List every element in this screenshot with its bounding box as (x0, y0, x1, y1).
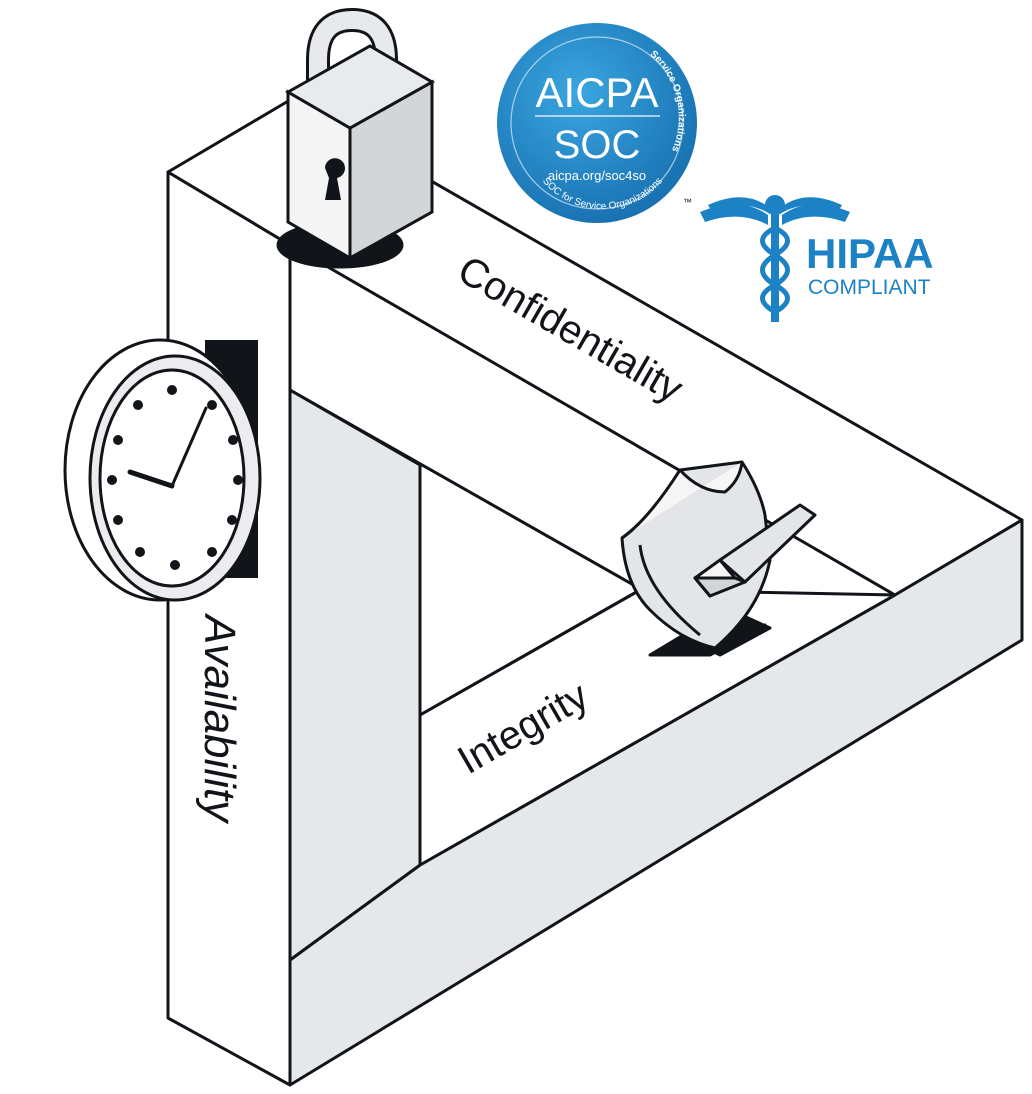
padlock-icon (276, 7, 436, 269)
caduceus-icon (700, 195, 850, 322)
clock-hour-dots (107, 385, 243, 570)
inner-top-edge (289, 388, 661, 602)
hipaa-title: HIPAA (806, 230, 934, 277)
aicpa-subtitle: SOC (554, 123, 641, 167)
left-bar-inner-face (288, 388, 422, 962)
clock-hour-hand (127, 469, 175, 489)
label-availability: Availability (195, 612, 244, 825)
aicpa-url: aicpa.org/soc4so (548, 168, 646, 183)
clock-minute-hand (170, 406, 208, 488)
aicpa-soc-badge: AICPA SOC aicpa.org/soc4so SOC for Servi… (497, 23, 697, 223)
shield-check-icon (620, 460, 817, 657)
clock-icon (63, 338, 262, 602)
aicpa-trademark: ™ (683, 197, 692, 207)
hipaa-subtitle: COMPLIANT (808, 276, 931, 299)
hipaa-badge: HIPAA COMPLIANT (700, 195, 934, 322)
aicpa-title: AICPA (536, 69, 659, 116)
